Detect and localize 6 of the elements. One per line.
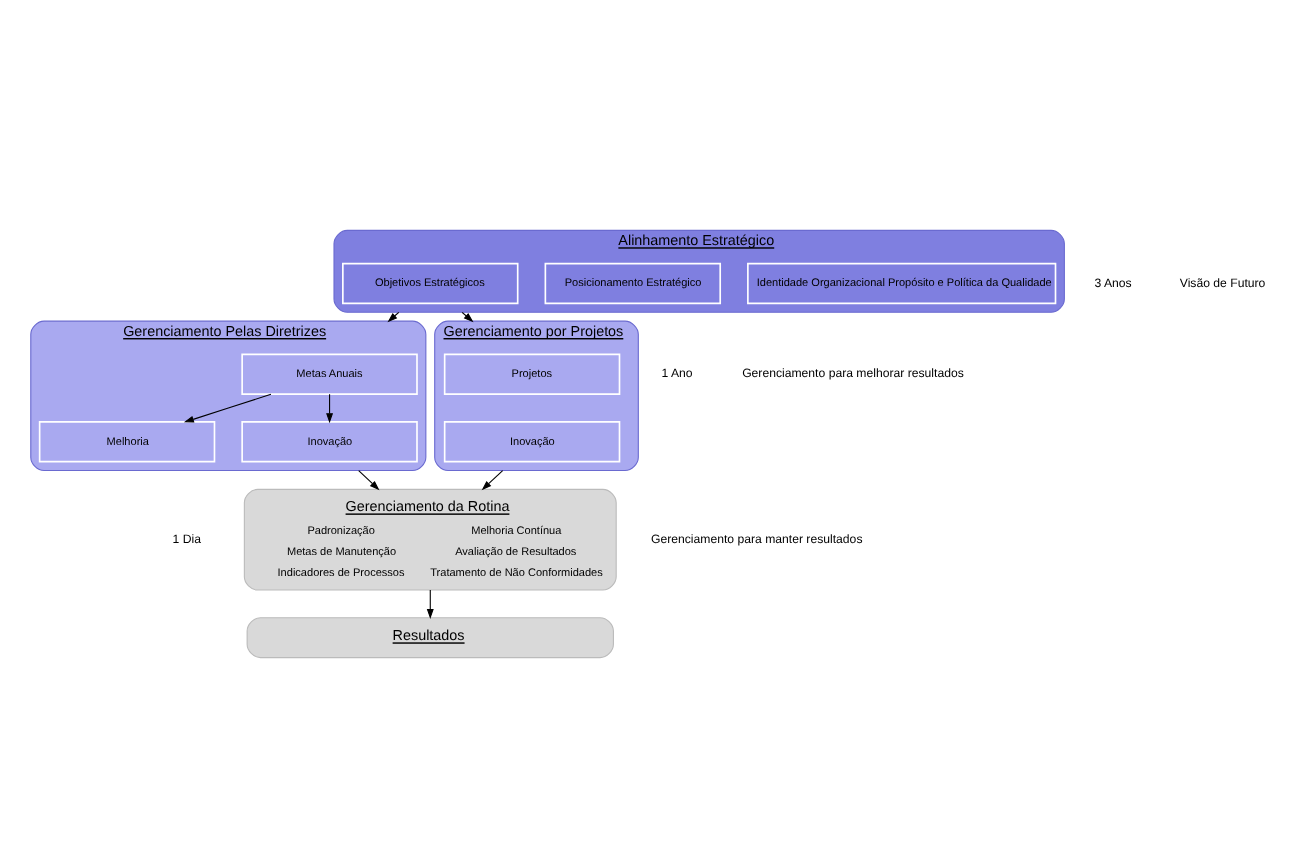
arrow <box>326 392 334 423</box>
arrow <box>358 469 380 490</box>
arrow <box>461 310 474 322</box>
arrow <box>426 588 434 619</box>
arrow <box>387 310 400 322</box>
arrow <box>481 469 504 490</box>
